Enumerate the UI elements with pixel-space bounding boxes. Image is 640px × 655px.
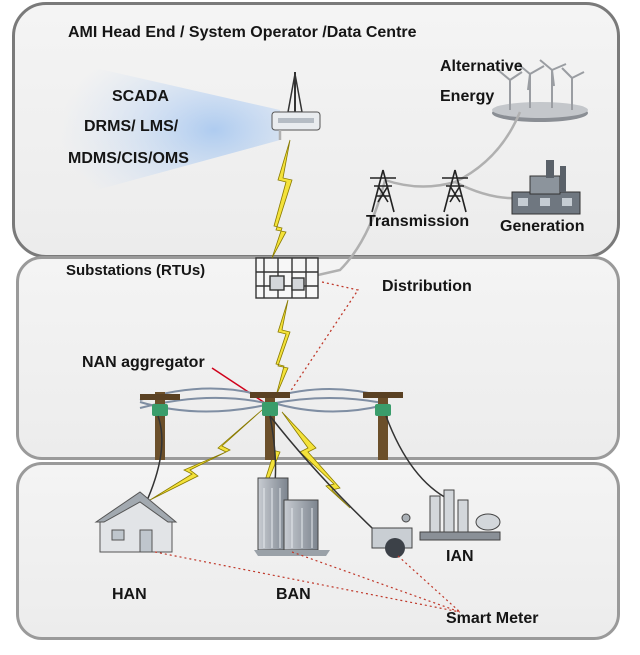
han-label: HAN (112, 586, 147, 603)
substation-icon (255, 257, 319, 299)
utility-pole-center-icon (250, 392, 290, 460)
distribution-label: Distribution (382, 278, 472, 295)
substations-label: Substations (RTUs) (66, 262, 206, 279)
head-end-title: AMI Head End / System Operator /Data Cen… (68, 24, 417, 41)
substation-pointer (289, 281, 360, 393)
scada-label: SCADA (112, 88, 169, 105)
mdms-cis-oms-label: MDMS/CIS/OMS (68, 150, 189, 167)
transmission-tower-2-icon (442, 169, 468, 213)
ian-label: IAN (446, 548, 474, 565)
alternative-label: Alternative (440, 58, 523, 75)
transmission-lines (278, 111, 522, 277)
scada-glow (60, 60, 280, 200)
power-plant-icon (511, 160, 581, 215)
drms-lms-label: DRMS/ LMS/ (84, 118, 179, 135)
ban-label: BAN (276, 586, 311, 603)
nan-aggregator-label: NAN aggregator (82, 354, 205, 371)
house-icon (94, 491, 178, 553)
transmission-label: Transmission (366, 213, 470, 230)
nan-pointer-line (211, 367, 269, 406)
wireless-link-bolts (149, 139, 351, 513)
office-building-icon (254, 477, 330, 556)
smart-meter-label: Smart Meter (446, 610, 539, 627)
wind-turbines-icon (492, 59, 588, 122)
energy-label: Energy (440, 88, 495, 105)
generation-label: Generation (500, 218, 585, 235)
control-centre-icon (271, 72, 321, 131)
utility-pole-right-icon (363, 392, 403, 460)
industrial-plant-icon (371, 489, 501, 558)
smart-meter-pointers (154, 551, 461, 613)
transmission-tower-icon (370, 169, 396, 213)
